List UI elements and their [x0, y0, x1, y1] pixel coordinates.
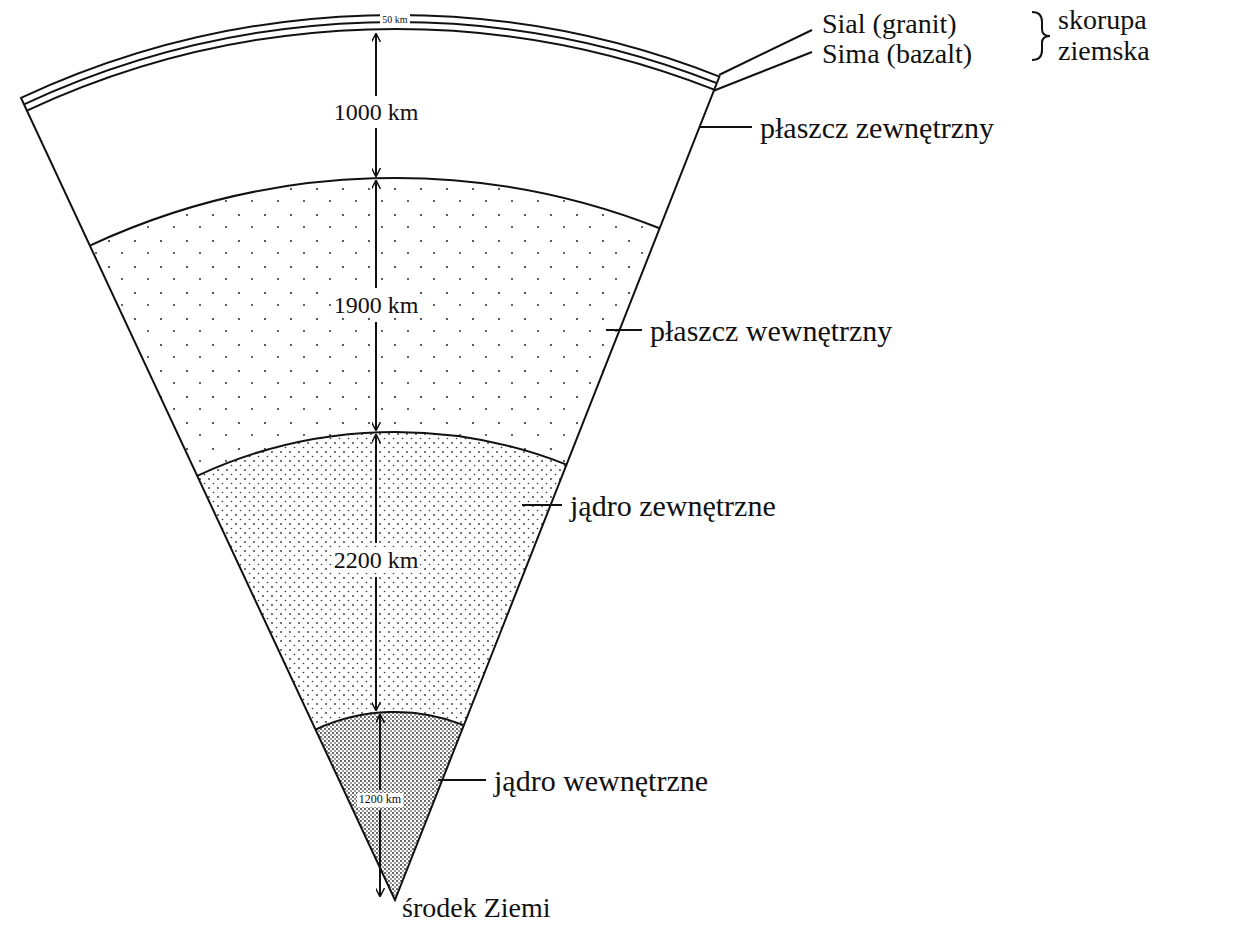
thickness-arrows: [376, 34, 380, 896]
layer-name: płaszcz zewnętrzny: [760, 111, 994, 144]
layer-name: Sima (bazalt): [822, 39, 972, 70]
layer-name: jądro zewnętrzne: [570, 489, 776, 522]
dimension-label: 1200 km: [357, 793, 403, 806]
dimension-label: 2200 km: [332, 547, 421, 573]
group-name: skorupa ziemska: [1058, 5, 1150, 67]
dimension-label: 1000 km: [332, 99, 421, 125]
layer-boundaries: [21, 15, 719, 900]
point-name: środek Ziemi: [402, 893, 551, 924]
wedge-ground: [21, 15, 719, 900]
layer-name: płaszcz wewnętrzny: [650, 314, 892, 347]
layer-name: Sial (granit): [822, 9, 957, 40]
dimension-label: 50 km: [380, 14, 409, 25]
crust-brace: [1032, 12, 1050, 60]
leader-lines: [438, 30, 812, 780]
dimension-label: 1900 km: [332, 292, 421, 318]
layer-name: jądro wewnętrzne: [494, 764, 708, 797]
inner-core-fill: [316, 712, 464, 900]
outer-core-fill: [197, 432, 566, 730]
